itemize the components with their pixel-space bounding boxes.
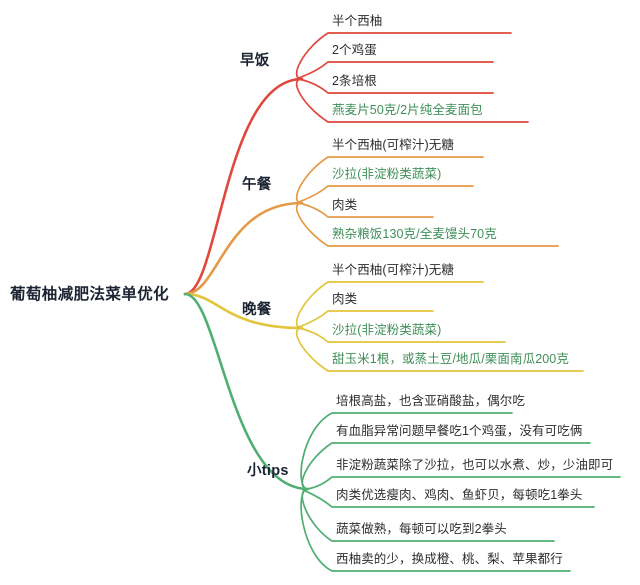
branch-node-4[interactable]: 小tips	[247, 463, 289, 479]
root-node[interactable]: 葡萄柚减肥法菜单优化	[10, 286, 170, 303]
branch-node-2[interactable]: 午餐	[242, 177, 272, 193]
leaf-node-3-1[interactable]: 半个西柚(可榨汁)无糖	[332, 263, 454, 277]
leaf-node-2-1[interactable]: 半个西柚(可榨汁)无糖	[332, 138, 454, 152]
leaf-node-4-1[interactable]: 培根高盐，也含亚硝酸盐，偶尔吃	[336, 394, 526, 408]
leaf-node-1-2[interactable]: 2个鸡蛋	[332, 43, 377, 57]
leaf-node-4-6[interactable]: 西柚卖的少，换成橙、桃、梨、苹果都行	[336, 552, 563, 566]
leaf-node-3-3[interactable]: 沙拉(非淀粉类蔬菜)	[332, 323, 442, 337]
leaf-node-2-3[interactable]: 肉类	[332, 198, 358, 212]
leaf-node-4-5[interactable]: 蔬菜做熟，每顿可以吃到2拳头	[336, 522, 507, 536]
leaf-node-1-3[interactable]: 2条培根	[332, 74, 377, 88]
leaf-node-3-2[interactable]: 肉类	[332, 292, 358, 306]
leaf-node-4-4[interactable]: 肉类优选瘦肉、鸡肉、鱼虾贝，每顿吃1拳头	[336, 488, 583, 502]
leaf-node-4-2[interactable]: 有血脂异常问题早餐吃1个鸡蛋，没有可吃俩	[336, 424, 583, 438]
leaf-node-3-4[interactable]: 甜玉米1根，或蒸土豆/地瓜/栗面南瓜200克	[332, 352, 569, 366]
leaf-node-4-3[interactable]: 非淀粉蔬菜除了沙拉，也可以水煮、炒，少油即可	[336, 458, 614, 472]
leaf-node-2-2[interactable]: 沙拉(非淀粉类蔬菜)	[332, 167, 442, 181]
branch-node-1[interactable]: 早饭	[240, 53, 270, 69]
leaf-node-1-4[interactable]: 燕麦片50克/2片纯全麦面包	[332, 103, 483, 117]
leaf-node-1-1[interactable]: 半个西柚	[332, 14, 383, 28]
branch-node-3[interactable]: 晚餐	[242, 302, 272, 318]
leaf-node-2-4[interactable]: 熟杂粮饭130克/全麦馒头70克	[332, 227, 497, 241]
